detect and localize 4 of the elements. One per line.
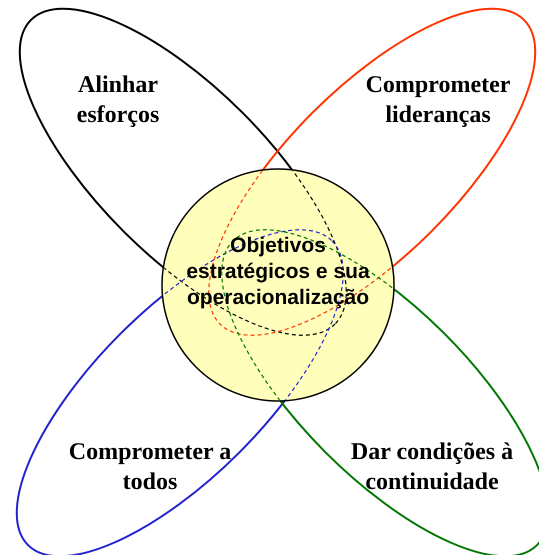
ellipse-label: Dar condições à continuidade — [350, 438, 514, 497]
ellipse-label: Comprometer lideranças — [364, 71, 512, 130]
ellipse-label: Alinhar esforços — [76, 71, 160, 130]
ellipse-label: Comprometer a todos — [68, 438, 232, 497]
